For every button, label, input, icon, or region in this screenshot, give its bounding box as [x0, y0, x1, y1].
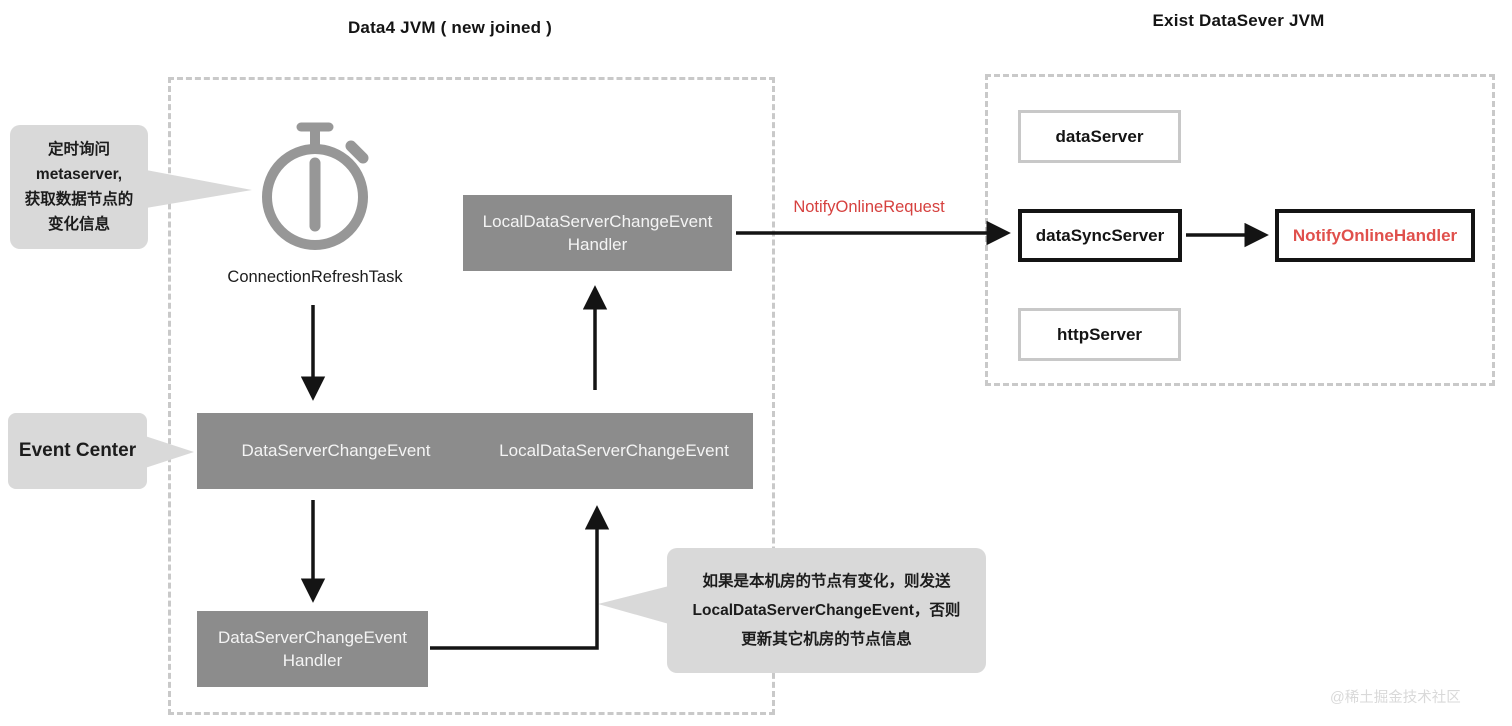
- note-line: 如果是本机房的节点有变化，则发送: [702, 573, 951, 590]
- data-server-box: dataServer: [1018, 110, 1181, 163]
- local-dataserver-change-event-label: LocalDataServerChangeEvent: [499, 441, 729, 460]
- note-line: 定时询问: [47, 141, 110, 158]
- note-line: 更新其它机房的节点信息: [741, 631, 912, 648]
- local-dataserver-change-event-handler-box: LocalDataServerChangeEvent Handler: [463, 195, 732, 271]
- note-line: 获取数据节点的: [24, 191, 134, 208]
- box-label-line: Handler: [567, 235, 628, 254]
- left-jvm-title: Data4 JVM ( new joined ): [347, 18, 553, 37]
- event-center-bubble: Event Center: [8, 413, 147, 489]
- dataserver-change-event-label: DataServerChangeEvent: [241, 441, 431, 460]
- connection-refresh-task-label: ConnectionRefreshTask: [227, 268, 403, 286]
- event-center-bar: DataServerChangeEvent LocalDataServerCha…: [197, 413, 753, 489]
- box-label-line: DataServerChangeEvent: [217, 628, 407, 647]
- branch-note-bubble: 如果是本机房的节点有变化，则发送 LocalDataServerChangeEv…: [667, 548, 986, 673]
- notify-online-request-label: NotifyOnlineRequest: [793, 198, 945, 216]
- watermark: @稀土掘金技术社区: [1330, 690, 1461, 706]
- left-jvm-container: [168, 77, 775, 715]
- http-server-box: httpServer: [1018, 308, 1181, 361]
- notify-online-handler-box: NotifyOnlineHandler: [1275, 209, 1475, 262]
- right-jvm-title: Exist DataSever JVM: [1152, 11, 1325, 30]
- note-line: metaserver,: [35, 166, 123, 183]
- data-sync-server-box: dataSyncServer: [1018, 209, 1182, 262]
- note-line: 变化信息: [47, 216, 110, 233]
- timer-note-bubble: 定时询问 metaserver, 获取数据节点的 变化信息: [10, 125, 148, 249]
- box-label-line: Handler: [282, 651, 343, 670]
- dataserver-change-event-handler-box: DataServerChangeEvent Handler: [197, 611, 428, 687]
- note-line: LocalDataServerChangeEvent，否则: [692, 602, 961, 619]
- box-label-line: LocalDataServerChangeEvent: [482, 212, 713, 231]
